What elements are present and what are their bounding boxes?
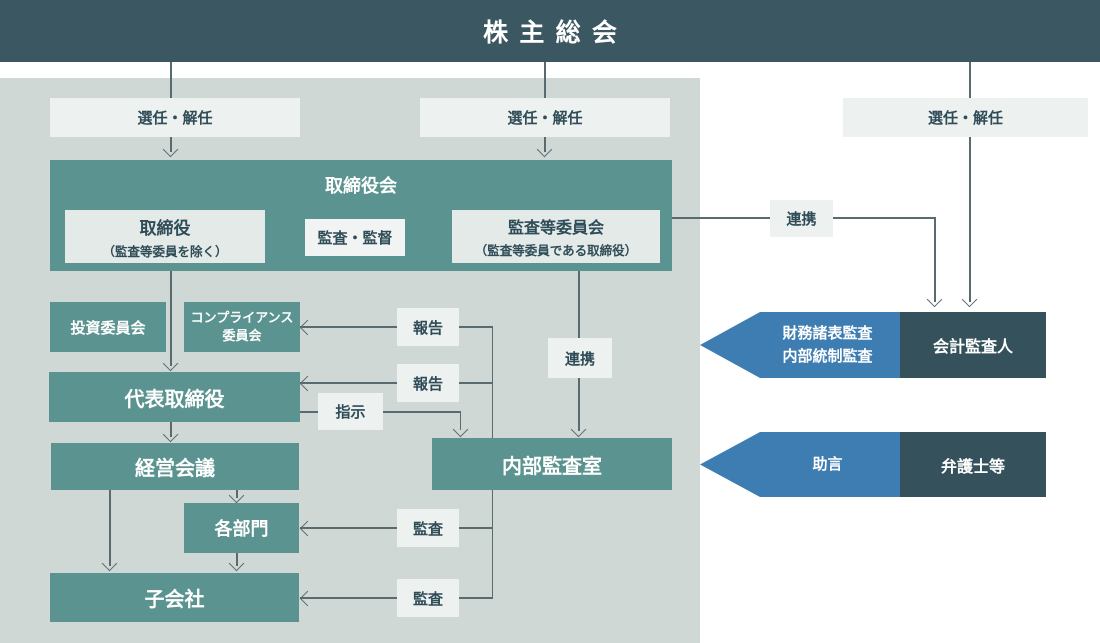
node-compliance-committee: コンプライアンス 委員会 xyxy=(184,302,300,352)
label-audit-2: 監査 xyxy=(397,579,459,617)
compliance-committee-line1: コンプライアンス xyxy=(190,310,294,326)
label-text: 選任・解任 xyxy=(507,110,583,127)
node-departments: 各部門 xyxy=(184,503,299,553)
label-instruction: 指示 xyxy=(318,393,383,430)
connector-audit-vertical xyxy=(491,490,494,599)
label-cooperation-auditor: 連携 xyxy=(770,200,833,237)
connector-audit-departments xyxy=(300,527,493,529)
directors-subtitle: （監査等委員を除く） xyxy=(102,244,228,259)
connector-report-ceo xyxy=(300,382,493,384)
compliance-committee-line2: 委員会 xyxy=(222,328,262,343)
ceo-label: 代表取締役 xyxy=(124,388,225,411)
label-text: 監査 xyxy=(412,520,443,538)
label-text: 監査 xyxy=(412,590,443,608)
connector-board-ceo xyxy=(170,271,172,366)
advice-label: 助言 xyxy=(812,455,843,473)
label-report-2: 報告 xyxy=(397,364,459,402)
audit-committee-subtitle: （監査等委員である取締役） xyxy=(474,244,638,258)
label-appointment-dismissal-2: 選任・解任 xyxy=(420,98,670,137)
node-management-meeting: 経営会議 xyxy=(51,443,299,490)
connector-report-vertical xyxy=(491,326,494,438)
connector-report-compliance xyxy=(300,326,493,328)
investment-committee-label: 投資委員会 xyxy=(70,319,146,337)
connector-ceo-management xyxy=(170,422,172,437)
label-text: 報告 xyxy=(412,375,443,393)
label-audit-supervision: 監査・監督 xyxy=(305,219,405,256)
node-audit-committee: 監査等委員会 （監査等委員である取締役） xyxy=(452,210,660,263)
label-text: 選任・解任 xyxy=(137,110,213,127)
lawyers-label: 弁護士等 xyxy=(940,458,1005,476)
connector-departments-subsidiaries xyxy=(236,553,238,566)
arrowhead-auditor-appointment xyxy=(961,291,978,308)
label-appointment-dismissal-3: 選任・解任 xyxy=(843,98,1088,137)
accounting-auditor-label: 会計監査人 xyxy=(932,339,1013,356)
arrow-financial-audit: 財務諸表監査 内部統制監査 xyxy=(700,312,900,378)
directors-title: 取締役 xyxy=(139,218,191,238)
departments-label: 各部門 xyxy=(214,519,269,539)
label-text: 連携 xyxy=(786,211,817,228)
arrowhead-cooperation-auditor xyxy=(926,291,943,308)
label-text: 監査・監督 xyxy=(317,230,393,247)
financial-audit-line2: 内部統制監査 xyxy=(782,348,873,365)
subsidiaries-label: 子会社 xyxy=(144,589,205,611)
label-cooperation-internal: 連携 xyxy=(548,338,612,378)
shareholders-meeting-banner: 株主総会 xyxy=(0,0,1100,62)
financial-audit-line1: 財務諸表監査 xyxy=(782,324,873,342)
label-text: 選任・解任 xyxy=(927,110,1003,127)
arrow-advice: 助言 xyxy=(700,432,900,497)
connector-cooperation-auditor-v xyxy=(934,217,936,302)
label-text: 指示 xyxy=(335,404,366,421)
node-subsidiaries: 子会社 xyxy=(50,573,299,622)
label-text: 報告 xyxy=(412,319,443,337)
label-audit-1: 監査 xyxy=(397,509,459,547)
label-report-1: 報告 xyxy=(397,308,459,346)
node-lawyers: 弁護士等 xyxy=(900,432,1046,497)
management-meeting-label: 経営会議 xyxy=(135,458,215,480)
connector-shareholders-auditor xyxy=(969,62,971,302)
connector-instruction-v xyxy=(459,411,462,430)
board-title: 取締役会 xyxy=(325,176,397,196)
node-ceo: 代表取締役 xyxy=(49,372,300,422)
node-directors: 取締役 （監査等委員を除く） xyxy=(65,210,265,263)
audit-committee-title: 監査等委員会 xyxy=(507,220,604,237)
node-investment-committee: 投資委員会 xyxy=(50,302,166,352)
connector-audit-subsidiaries xyxy=(300,597,493,599)
connector-management-departments xyxy=(236,490,238,498)
node-internal-audit-office: 内部監査室 xyxy=(432,438,672,490)
node-accounting-auditor: 会計監査人 xyxy=(900,312,1046,378)
internal-audit-label: 内部監査室 xyxy=(502,455,602,478)
label-text: 連携 xyxy=(564,350,595,368)
connector-management-subsidiaries xyxy=(109,490,111,566)
label-appointment-dismissal-1: 選任・解任 xyxy=(50,98,300,137)
shareholders-meeting-title: 株主総会 xyxy=(483,19,629,47)
